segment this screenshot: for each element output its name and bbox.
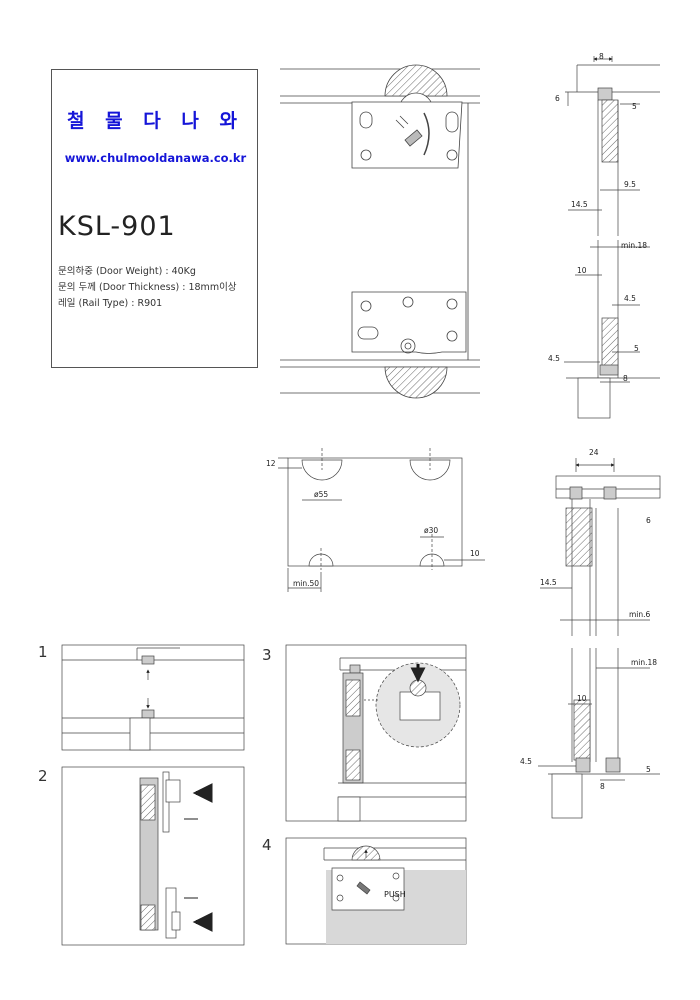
step-number-3: 3 (262, 646, 272, 664)
dim-bottom-offset: 10 (577, 266, 587, 275)
dim-double-top-width: 24 (589, 448, 599, 457)
double-door-section (538, 458, 661, 819)
step-number-2: 2 (38, 767, 48, 785)
brand-url[interactable]: www.chulmooldanawa.co.kr (64, 151, 247, 165)
dim-double-bottom-height: 5 (646, 765, 651, 774)
dim-large-hole: ø55 (314, 490, 328, 499)
dim-min-distance: min.50 (293, 579, 319, 588)
dim-double-bottom-offset: 10 (577, 694, 587, 703)
dim-door-offset: 14.5 (571, 200, 588, 209)
dim-min-thickness: min.18 (621, 241, 647, 250)
dim-double-door-offset: 14.5 (540, 578, 557, 587)
dim-bottom-gap: 4.5 (624, 294, 636, 303)
push-label: PUSH (384, 890, 406, 899)
step-2-panel (61, 766, 245, 946)
dim-top-height: 6 (555, 94, 560, 103)
dim-bottom-height: 5 (634, 344, 639, 353)
dim-small-hole: ø30 (424, 526, 438, 535)
dim-double-floor-gap: 4.5 (520, 757, 532, 766)
dim-double-min-gap: min.6 (629, 610, 651, 619)
dim-floor-gap: 4.5 (548, 354, 560, 363)
single-door-section (564, 56, 660, 419)
dim-top-width: 8 (599, 52, 604, 61)
dim-bottom-width: 8 (623, 374, 628, 383)
dim-double-min-thickness: min.18 (631, 658, 657, 667)
dim-double-top-height: 6 (646, 516, 651, 525)
step-3-panel (285, 644, 467, 822)
spec-rail-type: 레일 (Rail Type) : R901 (58, 298, 163, 309)
spec-door-weight: 문의하중 (Door Weight) : 40Kg (58, 266, 196, 277)
dim-offset: 9.5 (624, 180, 636, 189)
model-number: KSL-901 (58, 211, 176, 242)
brand-name: 철 물 다 나 와 (67, 110, 244, 132)
step-number-1: 1 (38, 643, 48, 661)
roller-plan-view (280, 64, 480, 399)
dim-edge: 12 (266, 459, 276, 468)
drilling-template (278, 448, 485, 592)
dim-double-bottom-width: 8 (600, 782, 605, 791)
dim-side-edge: 10 (470, 549, 480, 558)
step-1-panel (61, 644, 245, 751)
dim-top-gap: 5 (632, 102, 637, 111)
product-info-box: 철 물 다 나 와 www.chulmooldanawa.co.kr KSL-9… (51, 69, 258, 368)
step-number-4: 4 (262, 836, 272, 854)
spec-door-thickness: 문의 두께 (Door Thickness) : 18mm이상 (58, 282, 237, 293)
step-4-panel (285, 837, 467, 945)
